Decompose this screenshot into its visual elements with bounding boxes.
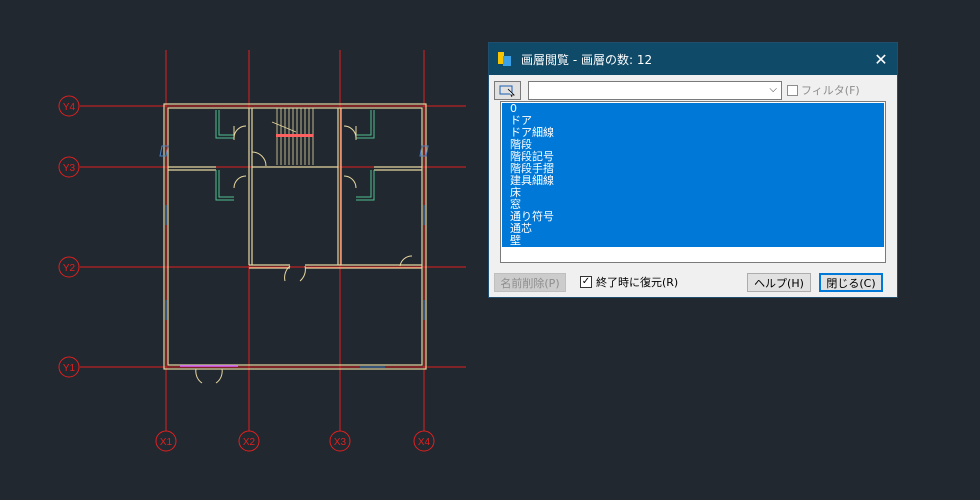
restore-on-exit-checkbox[interactable]: ✓ 終了時に復元(R) <box>580 274 678 290</box>
dialog-titlebar[interactable]: 画層閲覧 - 画層の数: 12 ✕ <box>489 43 897 75</box>
layer-list[interactable]: 0 ドア ドア細線 階段 階段記号 階段手摺 建具細線 床 窓 通り符号 通芯 … <box>500 101 886 263</box>
axis-bubble-y2 <box>58 256 80 278</box>
stair-handrail <box>276 134 313 137</box>
axis-bubble-x4 <box>413 430 435 452</box>
layer-list-item[interactable]: 階段記号 <box>510 150 554 163</box>
chevron-down-icon[interactable]: ⌵ <box>769 83 777 95</box>
layer-list-item[interactable]: 通り符号 <box>510 210 554 223</box>
axis-label-x4: X4 <box>418 437 431 448</box>
axis-label-x1: X1 <box>160 437 173 448</box>
axis-bubble-y4 <box>58 95 80 117</box>
filter-label: フィルタ(F) <box>801 84 860 97</box>
axis-bubble-x1 <box>155 430 177 452</box>
axis-label-y1: Y1 <box>63 363 76 374</box>
axis-label-x3: X3 <box>334 437 347 448</box>
grid-lines <box>80 50 466 431</box>
dialog-toolbar: ⌵ フィルタ(F) <box>494 79 892 101</box>
layer-pick-icon <box>499 85 515 97</box>
layer-list-item[interactable]: 壁 <box>510 234 521 247</box>
dialog-title: 画層閲覧 - 画層の数: 12 <box>521 52 653 67</box>
checkmark-icon[interactable]: ✓ <box>580 276 592 288</box>
layer-combo-box[interactable]: ⌵ <box>528 80 782 100</box>
layer-list-item[interactable]: 階段 <box>510 138 532 151</box>
axis-label-x2: X2 <box>243 437 256 448</box>
floor-plan-walls <box>163 103 427 370</box>
closet-fixtures <box>215 110 375 201</box>
layer-list-item[interactable]: 建具細線 <box>510 174 554 187</box>
dialog-button-row: 名前削除(P) ✓ 終了時に復元(R) ヘルプ(H) 閉じる(C) <box>494 272 892 294</box>
help-button[interactable]: ヘルプ(H) <box>747 273 811 292</box>
filter-checkbox-box[interactable] <box>787 84 798 96</box>
layer-list-item[interactable]: 床 <box>510 186 521 199</box>
axis-bubble-y1 <box>58 356 80 378</box>
axis-bubble-y3 <box>58 156 80 178</box>
filter-checkbox[interactable]: フィルタ(F) <box>787 82 860 98</box>
layer-pick-button[interactable] <box>494 80 521 100</box>
layer-list-item[interactable]: 窓 <box>510 198 521 211</box>
layer-list-item[interactable]: 階段手摺 <box>510 162 554 175</box>
windows <box>159 145 429 368</box>
axis-bubble-x3 <box>329 430 351 452</box>
layer-list-item[interactable]: 0 <box>510 102 517 115</box>
app-icon <box>498 52 512 66</box>
layer-list-item[interactable]: ドア <box>510 114 532 127</box>
axis-label-y3: Y3 <box>63 163 76 174</box>
layer-browser-dialog[interactable]: 画層閲覧 - 画層の数: 12 ✕ ⌵ フィルタ(F) 0 ドア ドア細線 階段… <box>488 42 898 298</box>
axis-bubble-x2 <box>238 430 260 452</box>
doors <box>195 125 413 384</box>
layer-list-item[interactable]: 通芯 <box>510 222 532 235</box>
restore-label: 終了時に復元(R) <box>596 276 679 289</box>
stairs <box>276 108 314 165</box>
layer-list-item[interactable]: ドア細線 <box>510 126 554 139</box>
axis-label-y4: Y4 <box>63 102 76 113</box>
delete-name-button[interactable]: 名前削除(P) <box>494 273 566 292</box>
close-icon[interactable]: ✕ <box>874 49 888 69</box>
close-button[interactable]: 閉じる(C) <box>819 273 883 292</box>
axis-label-y2: Y2 <box>63 263 76 274</box>
